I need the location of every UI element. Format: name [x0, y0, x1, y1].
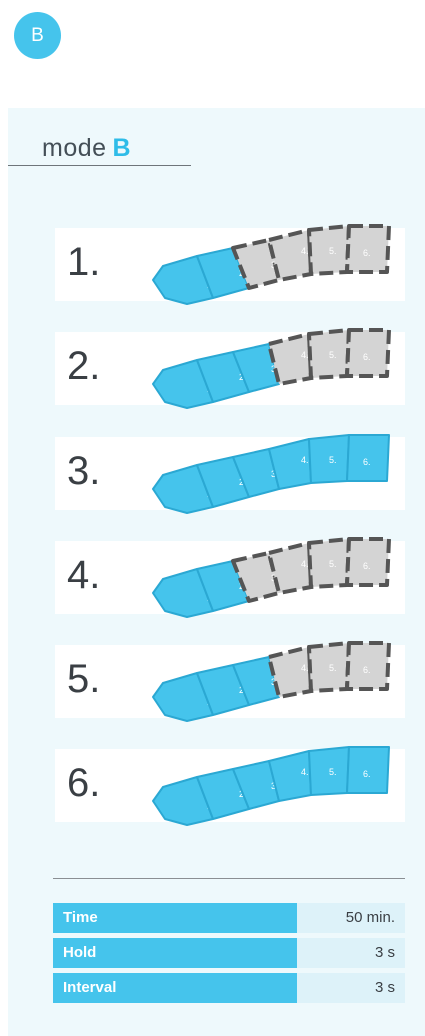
param-value: 3 s — [297, 973, 405, 1003]
chamber-label: 5. — [329, 767, 337, 777]
step-row: 6.1.2.3.4.5.6. — [55, 749, 405, 822]
chamber-label: 5. — [329, 559, 337, 569]
param-label: Time — [53, 903, 297, 933]
chamber-label: 4. — [301, 455, 309, 465]
chamber-label: 6. — [363, 457, 371, 467]
chamber-label: 5. — [329, 663, 337, 673]
param-label: Hold — [53, 938, 297, 968]
step-row: 3.1.2.3.4.5.6. — [55, 437, 405, 510]
mode-badge: B — [14, 12, 61, 59]
param-value: 3 s — [297, 938, 405, 968]
step-number: 4. — [67, 553, 100, 598]
leg-cuff-diagram: 1.2.3.4.5.6. — [151, 218, 396, 313]
leg-cuff-diagram: 1.2.3.4.5.6. — [151, 739, 396, 834]
chamber-label: 5. — [329, 246, 337, 256]
param-row-hold: Hold 3 s — [53, 938, 405, 968]
chamber-label: 6. — [363, 352, 371, 362]
chamber-label: 4. — [301, 663, 309, 673]
chamber-label: 4. — [301, 246, 309, 256]
param-value: 50 min. — [297, 903, 405, 933]
chamber-label: 4. — [301, 559, 309, 569]
chamber-label: 6. — [363, 769, 371, 779]
step-number: 6. — [67, 761, 100, 806]
step-row: 4.1.2.3.4.5.6. — [55, 541, 405, 614]
param-label: Interval — [53, 973, 297, 1003]
chamber-label: 6. — [363, 248, 371, 258]
step-row: 5.1.2.3.4.5.6. — [55, 645, 405, 718]
leg-cuff-diagram: 1.2.3.4.5.6. — [151, 531, 396, 626]
step-row: 1.1.2.3.4.5.6. — [55, 228, 405, 301]
title-underline — [8, 165, 191, 166]
mode-title-letter: B — [113, 134, 132, 162]
chamber-label: 6. — [363, 665, 371, 675]
chamber-label: 5. — [329, 350, 337, 360]
chamber-label: 6. — [363, 561, 371, 571]
chamber-label: 5. — [329, 455, 337, 465]
chamber-label: 4. — [301, 767, 309, 777]
leg-cuff-diagram: 1.2.3.4.5.6. — [151, 635, 396, 730]
leg-cuff-diagram: 1.2.3.4.5.6. — [151, 427, 396, 522]
section-divider — [53, 878, 405, 879]
step-row: 2.1.2.3.4.5.6. — [55, 332, 405, 405]
step-number: 1. — [67, 240, 100, 285]
step-number: 3. — [67, 449, 100, 494]
param-row-time: Time 50 min. — [53, 903, 405, 933]
leg-cuff-diagram: 1.2.3.4.5.6. — [151, 322, 396, 417]
chamber-label: 4. — [301, 350, 309, 360]
step-number: 2. — [67, 344, 100, 389]
mode-title-prefix: mode — [42, 134, 107, 162]
step-number: 5. — [67, 657, 100, 702]
param-row-interval: Interval 3 s — [53, 973, 405, 1003]
